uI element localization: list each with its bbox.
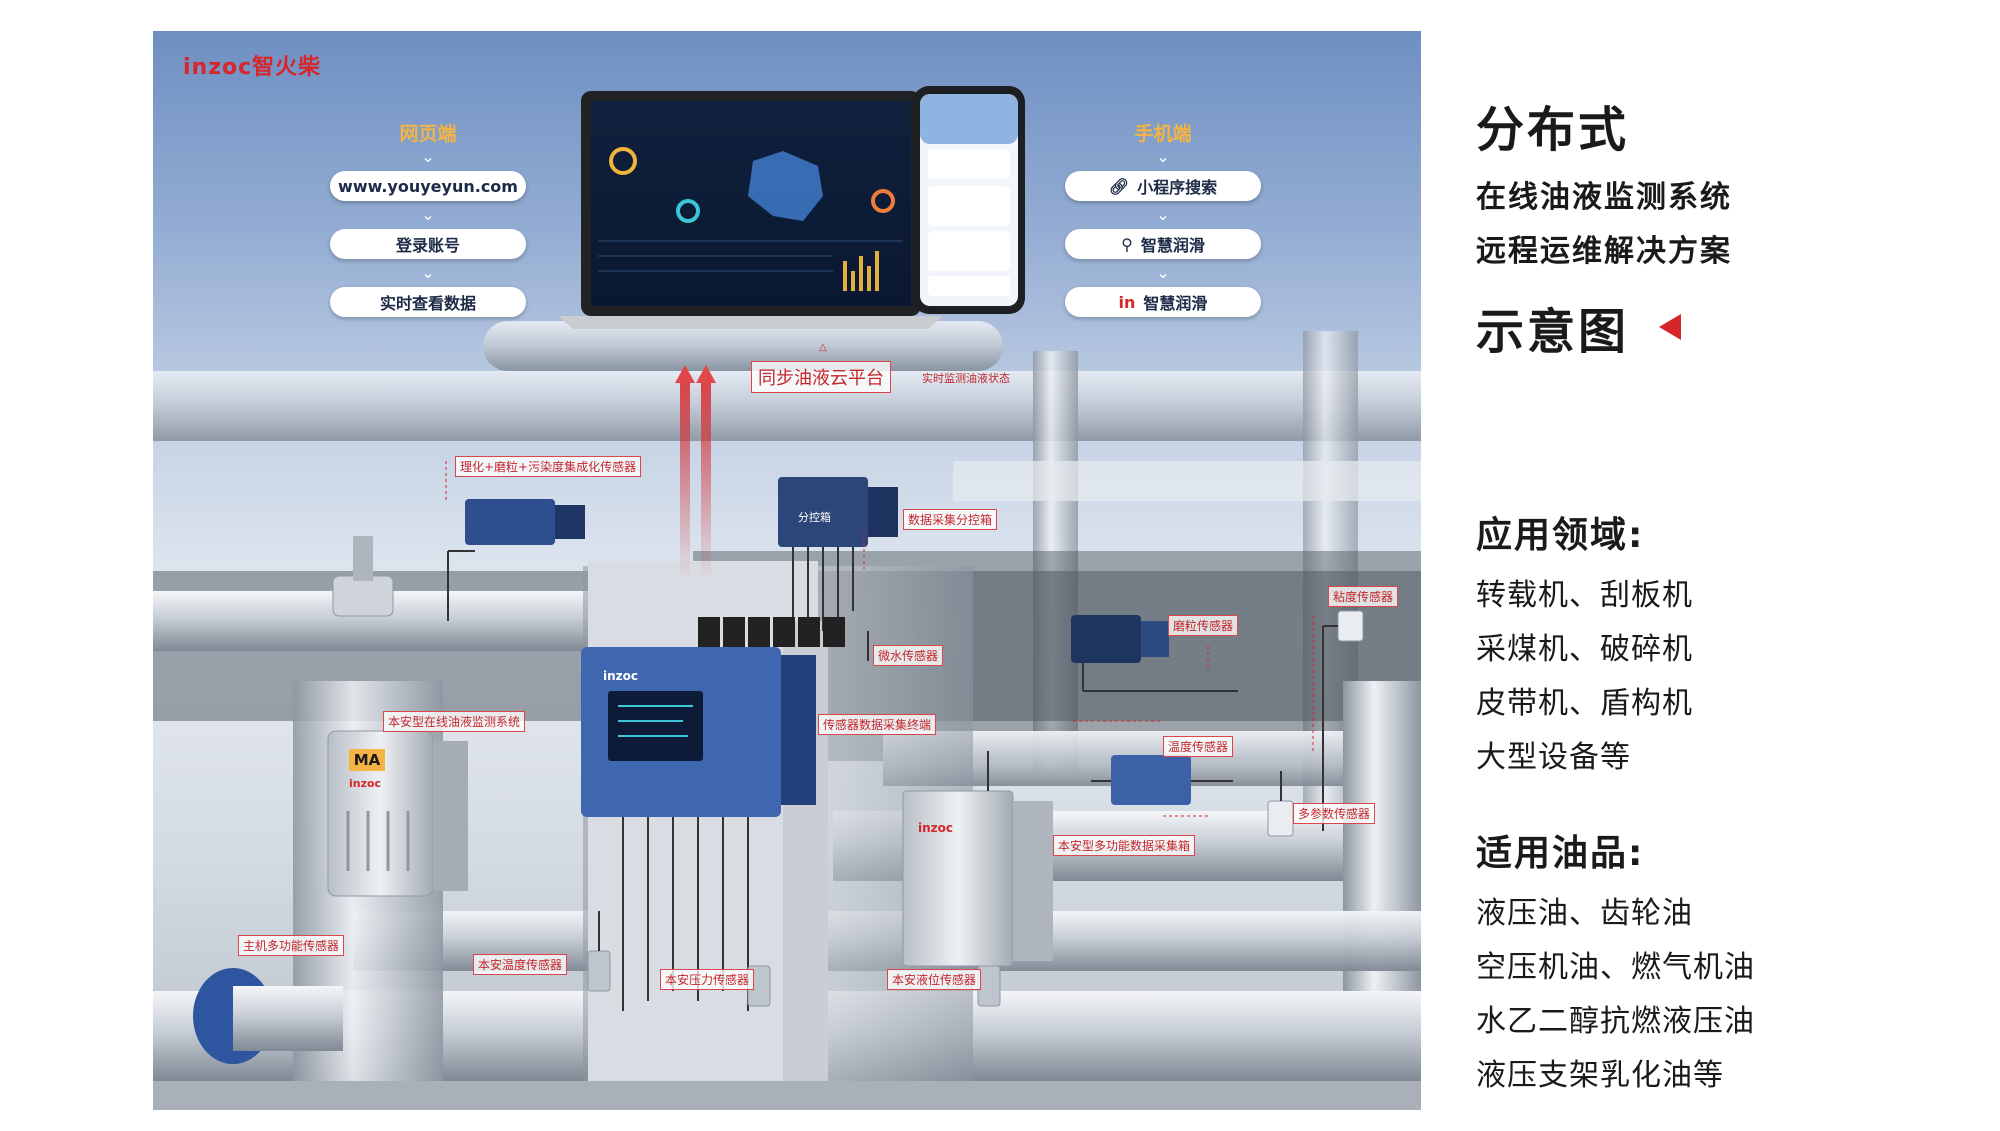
- chevron-down-icon: ⌄: [1156, 147, 1170, 166]
- oil-item: 液压支架乳化油等: [1476, 1058, 1724, 1093]
- oil-header: 适用油品:: [1476, 833, 1645, 874]
- multi-box-brand: inzoc: [918, 821, 953, 835]
- miniprogram-search-text: 小程序搜索: [1137, 178, 1218, 197]
- web-login-text: 登录账号: [395, 236, 460, 255]
- label-particle-sensor: 磨粒传感器: [1168, 615, 1239, 636]
- web-header: 网页端: [399, 123, 457, 145]
- web-url-text: www.youyeyun.com: [338, 176, 518, 196]
- label-temp-sensor: 温度传感器: [1163, 736, 1234, 757]
- smart-lube-app-pill[interactable]: in 智慧润滑: [1065, 287, 1261, 317]
- application-item: 皮带机、盾构机: [1476, 686, 1693, 721]
- miniprogram-search-pill[interactable]: 🔗︎ 小程序搜索: [1065, 171, 1261, 201]
- control-box-text: 分控箱: [798, 511, 831, 524]
- web-realtime-text: 实时查看数据: [379, 294, 476, 313]
- search-icon: ⚲: [1121, 234, 1133, 254]
- chevron-down-icon: ⌄: [421, 263, 435, 282]
- label-online-system: 本安型在线油液监测系统: [383, 711, 526, 732]
- title-distributed: 分布式: [1476, 102, 1630, 158]
- label-sensor-b: 本安压力传感器: [660, 969, 755, 990]
- application-item: 大型设备等: [1476, 740, 1631, 775]
- label-moisture-sensor: 微水传感器: [873, 645, 944, 666]
- label-sensor-a: 本安温度传感器: [473, 954, 568, 975]
- label-terminal: 传感器数据采集终端: [818, 714, 937, 735]
- oil-item: 液压油、齿轮油: [1476, 896, 1693, 931]
- label-control-box: 数据采集分控箱: [903, 509, 998, 530]
- mobile-header: 手机端: [1134, 123, 1192, 145]
- web-login-pill[interactable]: 登录账号: [330, 229, 526, 259]
- label-multi-sensor: 多参数传感器: [1293, 803, 1376, 824]
- chevron-down-icon: ⌄: [1156, 205, 1170, 224]
- link-icon: 🔗︎: [1108, 176, 1130, 196]
- cloud-platform-sub: 实时监测油液状态: [922, 372, 1010, 385]
- label-integrated-sensor: 理化+磨粒+污染度集成化传感器: [455, 456, 642, 477]
- smart-lube-search-text: 智慧润滑: [1140, 236, 1205, 255]
- subtitle-system: 在线油液监测系统: [1476, 180, 1732, 215]
- label-sensor-c: 本安液位传感器: [887, 969, 982, 990]
- web-realtime-pill[interactable]: 实时查看数据: [330, 287, 526, 317]
- oil-item: 水乙二醇抗燃液压油: [1476, 1004, 1755, 1039]
- terminal-brand: inzoc: [603, 669, 638, 683]
- label-multi-box: 本安型多功能数据采集箱: [1053, 835, 1196, 856]
- ma-badge: MA: [349, 749, 385, 771]
- pointer-left-icon: [1659, 314, 1682, 340]
- smart-lube-search-pill[interactable]: ⚲ 智慧润滑: [1065, 229, 1261, 259]
- label-host-sensor: 主机多功能传感器: [238, 935, 345, 956]
- system-diagram: inzoc智火柴 MA inzoc inzoc inzoc 分控箱 网页端 ⌄ …: [153, 31, 1421, 1110]
- brand-logo: inzoc智火柴: [183, 55, 322, 80]
- ma-box-brand: inzoc: [349, 777, 382, 790]
- subtitle-solution: 远程运维解决方案: [1476, 234, 1732, 269]
- chevron-down-icon: ⌄: [421, 147, 435, 166]
- oil-item: 空压机油、燃气机油: [1476, 950, 1755, 985]
- application-item: 采煤机、破碎机: [1476, 632, 1693, 667]
- title-schematic: 示意图: [1476, 304, 1630, 360]
- chevron-down-icon: ⌄: [1156, 263, 1170, 282]
- cloud-platform-label: 同步油液云平台: [751, 361, 891, 393]
- label-viscosity-sensor: 粘度传感器: [1328, 586, 1399, 607]
- chevron-down-icon: ⌄: [421, 205, 435, 224]
- web-url-pill[interactable]: www.youyeyun.com: [330, 171, 526, 201]
- smart-lube-app-text: 智慧润滑: [1143, 294, 1208, 313]
- application-item: 转载机、刮板机: [1476, 578, 1693, 613]
- brand-logo-icon: in: [1118, 292, 1136, 312]
- application-header: 应用领域:: [1476, 515, 1645, 556]
- schematic-title-row: 示意图: [1476, 292, 1682, 362]
- triangle-icon: △: [819, 342, 827, 353]
